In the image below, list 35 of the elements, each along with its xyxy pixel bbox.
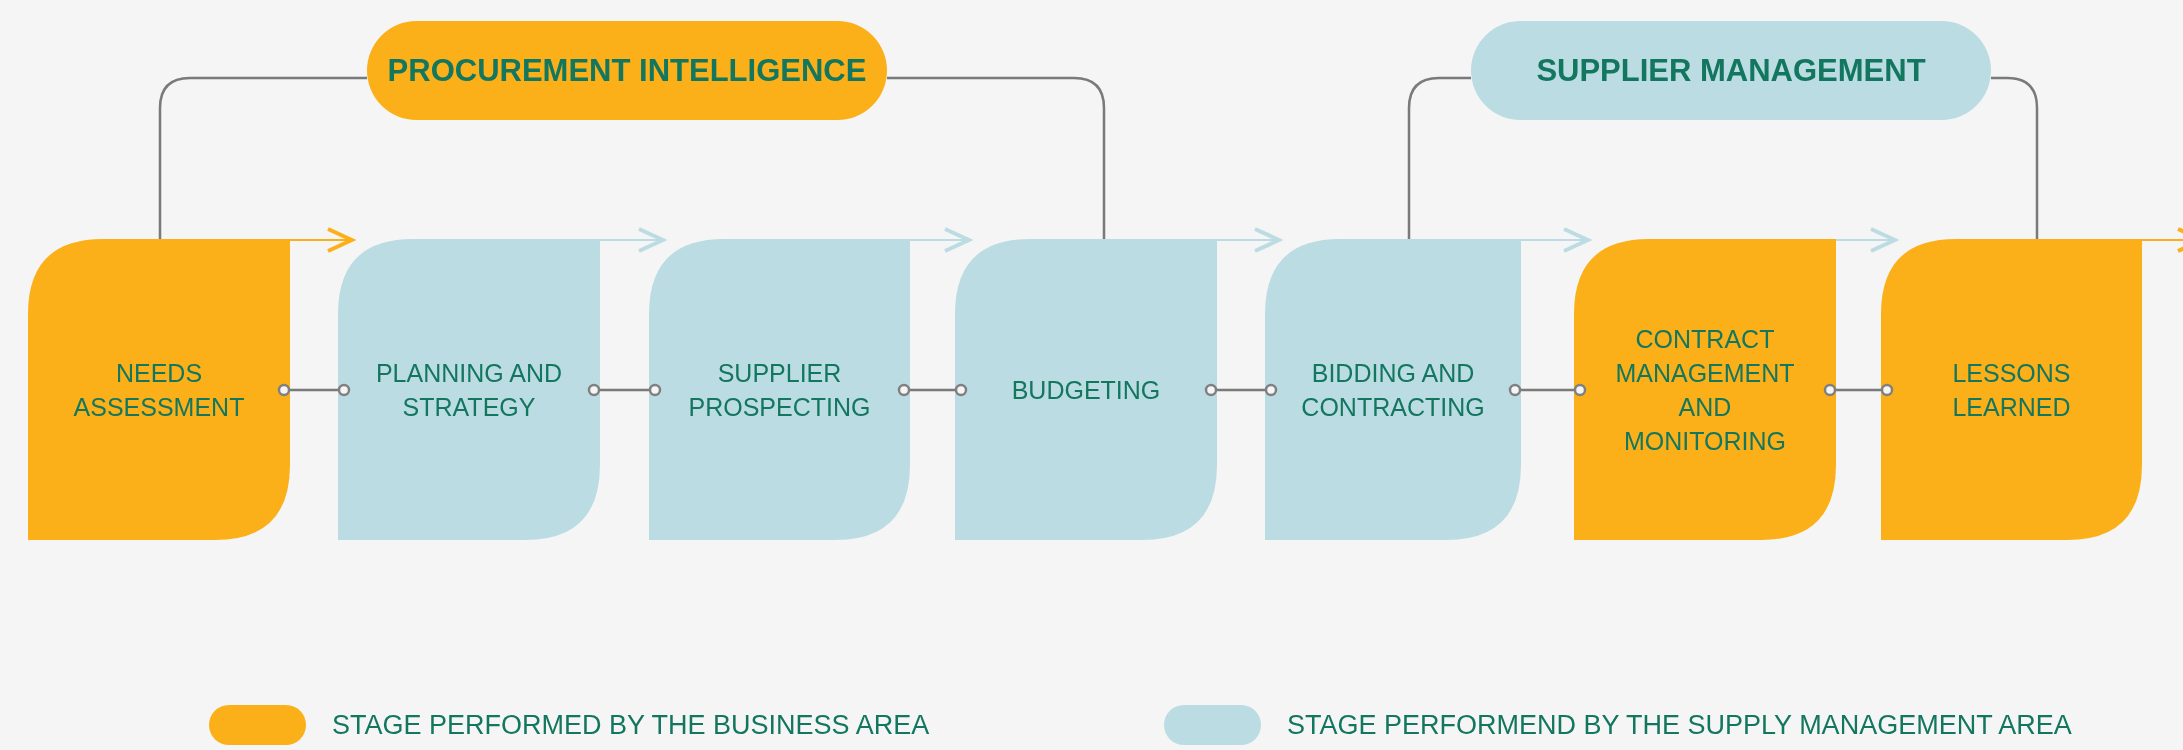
connector-line — [897, 383, 968, 397]
connector-line — [277, 383, 351, 397]
connector-line — [587, 383, 662, 397]
bracket-line — [158, 76, 367, 239]
arrow — [599, 227, 665, 253]
legend-text: STAGE PERFORMEND BY THE SUPPLY MANAGEMENT AREA — [1287, 709, 2072, 741]
stage-label: NEEDS ASSESSMENT — [72, 357, 246, 423]
group-title: SUPPLIER MANAGEMENT — [1536, 52, 1926, 89]
connector-line — [1823, 383, 1894, 397]
stage-label: CONTRACT MANAGEMENT AND MONITORING — [1614, 323, 1796, 457]
stage-card — [1574, 239, 1836, 540]
stage-card — [338, 239, 600, 540]
connector-line — [1508, 383, 1587, 397]
stage-label: LESSONS LEARNED — [1951, 357, 2072, 423]
arrow — [1835, 227, 1897, 253]
stage-label: BIDDING AND CONTRACTING — [1300, 357, 1486, 423]
stage-card — [1265, 239, 1521, 540]
bracket-line — [887, 76, 1106, 239]
legend-text: STAGE PERFORMED BY THE BUSINESS AREA — [332, 709, 930, 741]
stage-card — [649, 239, 910, 540]
arrow — [289, 227, 354, 253]
connector-line — [1204, 383, 1278, 397]
stage-label: PLANNING AND STRATEGY — [374, 357, 564, 423]
bracket-line — [1407, 76, 1471, 239]
bracket-line — [1991, 76, 2039, 239]
stage-card — [1881, 239, 2142, 540]
arrow — [909, 227, 971, 253]
stage-label: SUPPLIER PROSPECTING — [687, 357, 872, 423]
arrow — [1520, 227, 1590, 253]
stage-label: BUDGETING — [1011, 374, 1161, 406]
arrow — [1216, 227, 1281, 253]
group-title: PROCUREMENT INTELLIGENCE — [387, 52, 867, 89]
stage-card — [955, 239, 1217, 540]
stage-card — [28, 239, 290, 540]
arrow — [2141, 227, 2183, 253]
